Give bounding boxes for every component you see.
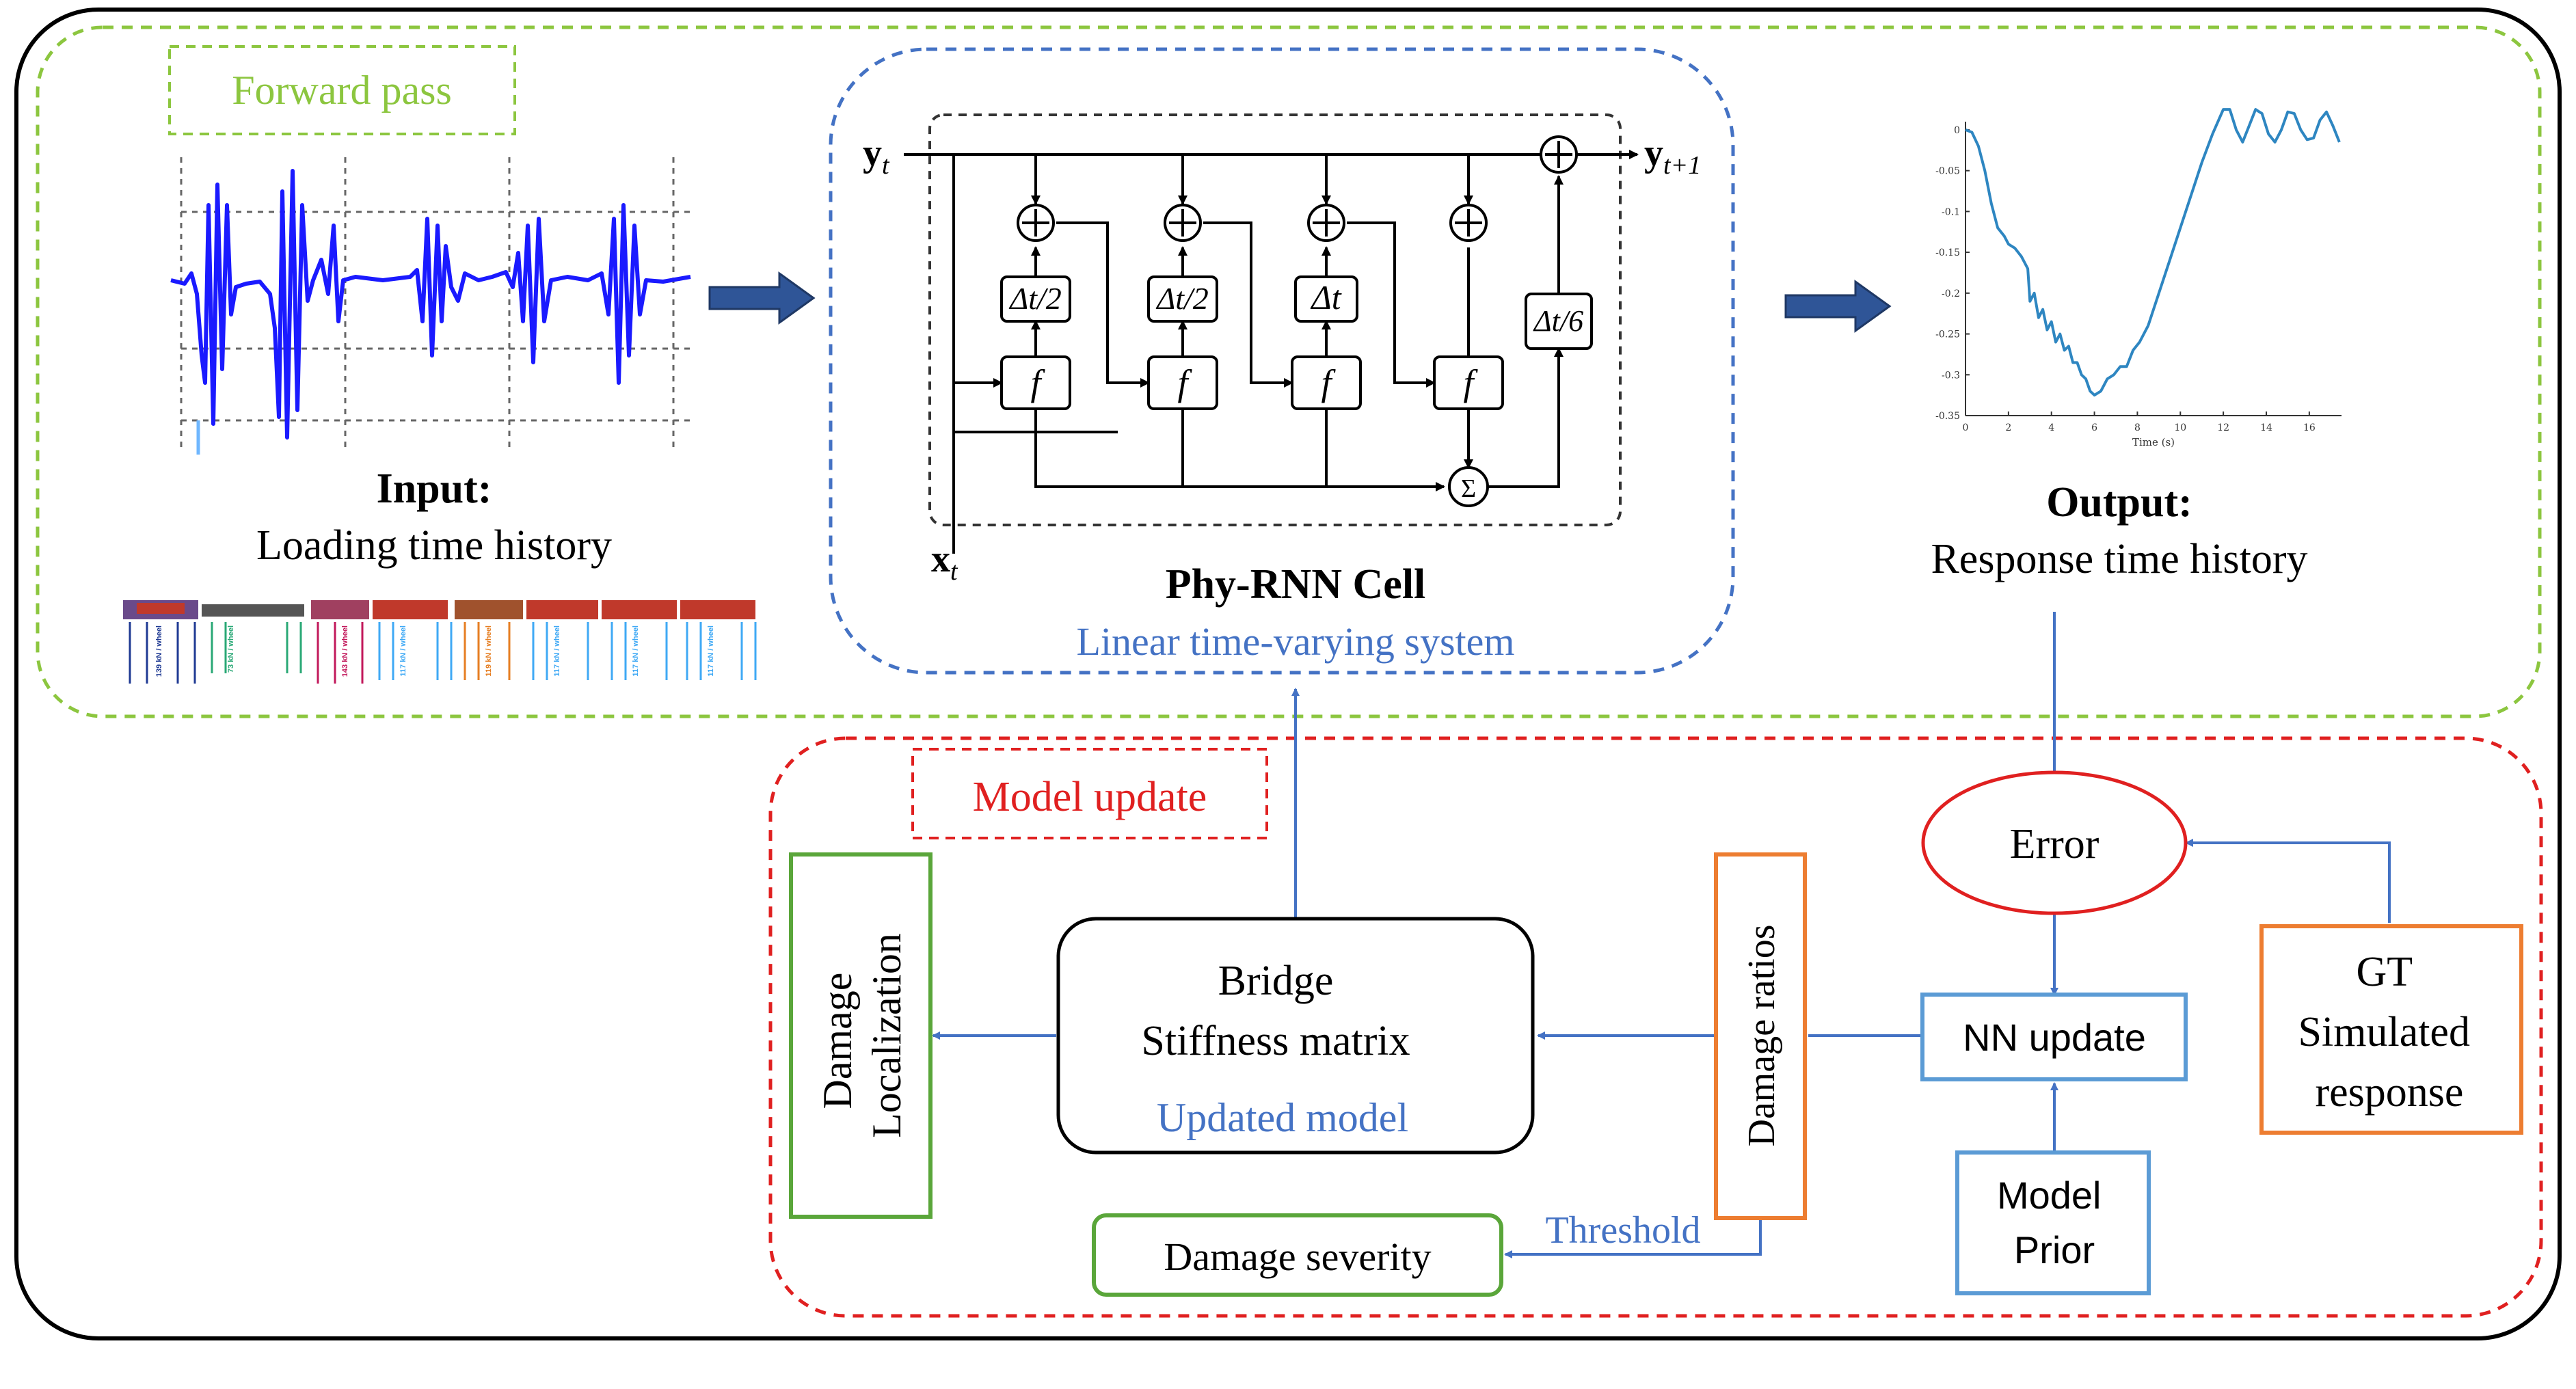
phy-rnn-cell-region	[829, 47, 1735, 675]
axle-label: 117 kN / wheel	[553, 625, 561, 677]
gt-label: GT Simulated response	[2298, 949, 2481, 1116]
model-update-connectors	[932, 612, 2391, 1258]
input-signal-line	[170, 169, 691, 440]
axle-label: 143 kN / wheel	[341, 625, 349, 677]
chart-y-tick-label: -0.15	[1935, 247, 1960, 258]
sum-node	[1448, 466, 1489, 507]
forward-pass-label: Forward pass	[232, 68, 452, 113]
input-to-cell-arrow	[708, 271, 816, 325]
chart-y-tick-label: -0.3	[1942, 370, 1960, 381]
chart-y-tick-label: -0.25	[1935, 329, 1960, 340]
chart-y-tick-label: -0.2	[1942, 288, 1960, 299]
damage-severity-box	[1092, 1213, 1503, 1297]
rk4-inner-box	[928, 113, 1622, 526]
axle-label: 73 kN / wheel	[227, 625, 235, 673]
gt-simulated-response-box	[2259, 924, 2523, 1135]
cell-to-output-arrow	[1784, 280, 1892, 333]
axle-label: 117 kN / wheel	[399, 625, 407, 677]
input-subtitle: Loading time history	[256, 522, 612, 569]
dt-half-block-2: Δt/2	[1155, 281, 1209, 316]
model-prior-box	[1955, 1150, 2151, 1295]
sum-symbol: Σ	[1461, 474, 1476, 503]
rk4-circuit	[904, 150, 1639, 554]
chart-x-axis-label: Time (s)	[2132, 436, 2175, 448]
chart-x-tick-label: 8	[2134, 422, 2141, 433]
model-update-region	[768, 736, 2543, 1318]
dt-sixth-block: Δt/6	[1533, 304, 1583, 338]
dt-block: Δt	[1310, 278, 1341, 316]
input-signal-plot	[170, 157, 691, 455]
chart-series-line	[1965, 108, 2341, 397]
output-title: Output:	[2046, 479, 2192, 526]
damage-severity-label: Damage severity	[1164, 1235, 1431, 1279]
nn-update-label: NN update	[1963, 1016, 2146, 1059]
chart-y-tick-label: -0.1	[1942, 206, 1960, 217]
damage-ratios-label: Damage ratios	[1741, 925, 1783, 1147]
damage-ratios-box	[1714, 852, 1807, 1220]
chart-y-tick-label: 0	[1954, 125, 1960, 136]
train-illustration: 139 kN / wheel 73 kN / wheel 143 kN / wh…	[123, 600, 757, 684]
chart-x-tick-label: 2	[2005, 422, 2011, 433]
input-title: Input:	[377, 466, 492, 512]
nn-update-box	[1920, 993, 2188, 1081]
model-prior-label: Model Prior	[1997, 1174, 2112, 1271]
rk4-f-blocks: f f f f	[1000, 355, 1504, 410]
rk4-blocks: Δt/2 Δt/2 Δt Δt/6	[1000, 275, 1593, 350]
chart-y-tick-label: -0.35	[1935, 411, 1960, 422]
axle-label: 139 kN / wheel	[155, 625, 163, 677]
chart-x-tick-label: 14	[2260, 422, 2272, 433]
error-node	[1921, 770, 2188, 915]
axle-label: 119 kN / wheel	[485, 625, 493, 677]
output-subtitle: Response time history	[1931, 536, 2307, 582]
x-t-label: xt	[931, 538, 958, 586]
phy-rnn-cell-title: Phy-RNN Cell	[1166, 561, 1426, 608]
damage-localization-label: Damage Localization	[815, 933, 909, 1138]
chart-y-tick-label: -0.05	[1935, 166, 1960, 177]
response-chart: 0 2 4 6 8 10 12 14 16 0 -0.05 -0.1 -0.15 -0.2 -0.25 -0.…	[1935, 108, 2342, 448]
bridge-stiffness-box	[1056, 917, 1535, 1155]
threshold-label: Threshold	[1545, 1209, 1700, 1252]
error-label: Error	[2010, 821, 2099, 867]
chart-x-tick-label: 4	[2048, 422, 2054, 433]
axle-label: 117 kN / wheel	[707, 625, 715, 677]
forward-pass-label-box	[168, 45, 516, 135]
bridge-label: Bridge	[1218, 958, 1334, 1004]
y-t-label: yt	[863, 132, 890, 180]
chart-x-tick-label: 0	[1963, 422, 1969, 433]
model-update-label: Model update	[973, 774, 1207, 820]
axle-label: 117 kN / wheel	[632, 625, 640, 677]
damage-localization-box	[789, 852, 933, 1219]
model-update-label-box	[911, 748, 1268, 839]
chart-x-tick-label: 6	[2091, 422, 2097, 433]
chart-x-tick-label: 12	[2217, 422, 2229, 433]
phy-rnn-cell-subtitle: Linear time-varying system	[1076, 619, 1514, 664]
updated-model-label: Updated model	[1157, 1095, 1408, 1140]
stiffness-matrix-label: Stiffness matrix	[1141, 1018, 1410, 1064]
dt-half-block-1: Δt/2	[1008, 281, 1062, 316]
rk4-plus-nodes	[1017, 135, 1578, 507]
chart-x-tick-label: 10	[2174, 422, 2186, 433]
y-t-plus-1-label: yt+1	[1644, 132, 1701, 180]
outer-frame	[14, 8, 2562, 1340]
chart-x-tick-label: 16	[2303, 422, 2316, 433]
